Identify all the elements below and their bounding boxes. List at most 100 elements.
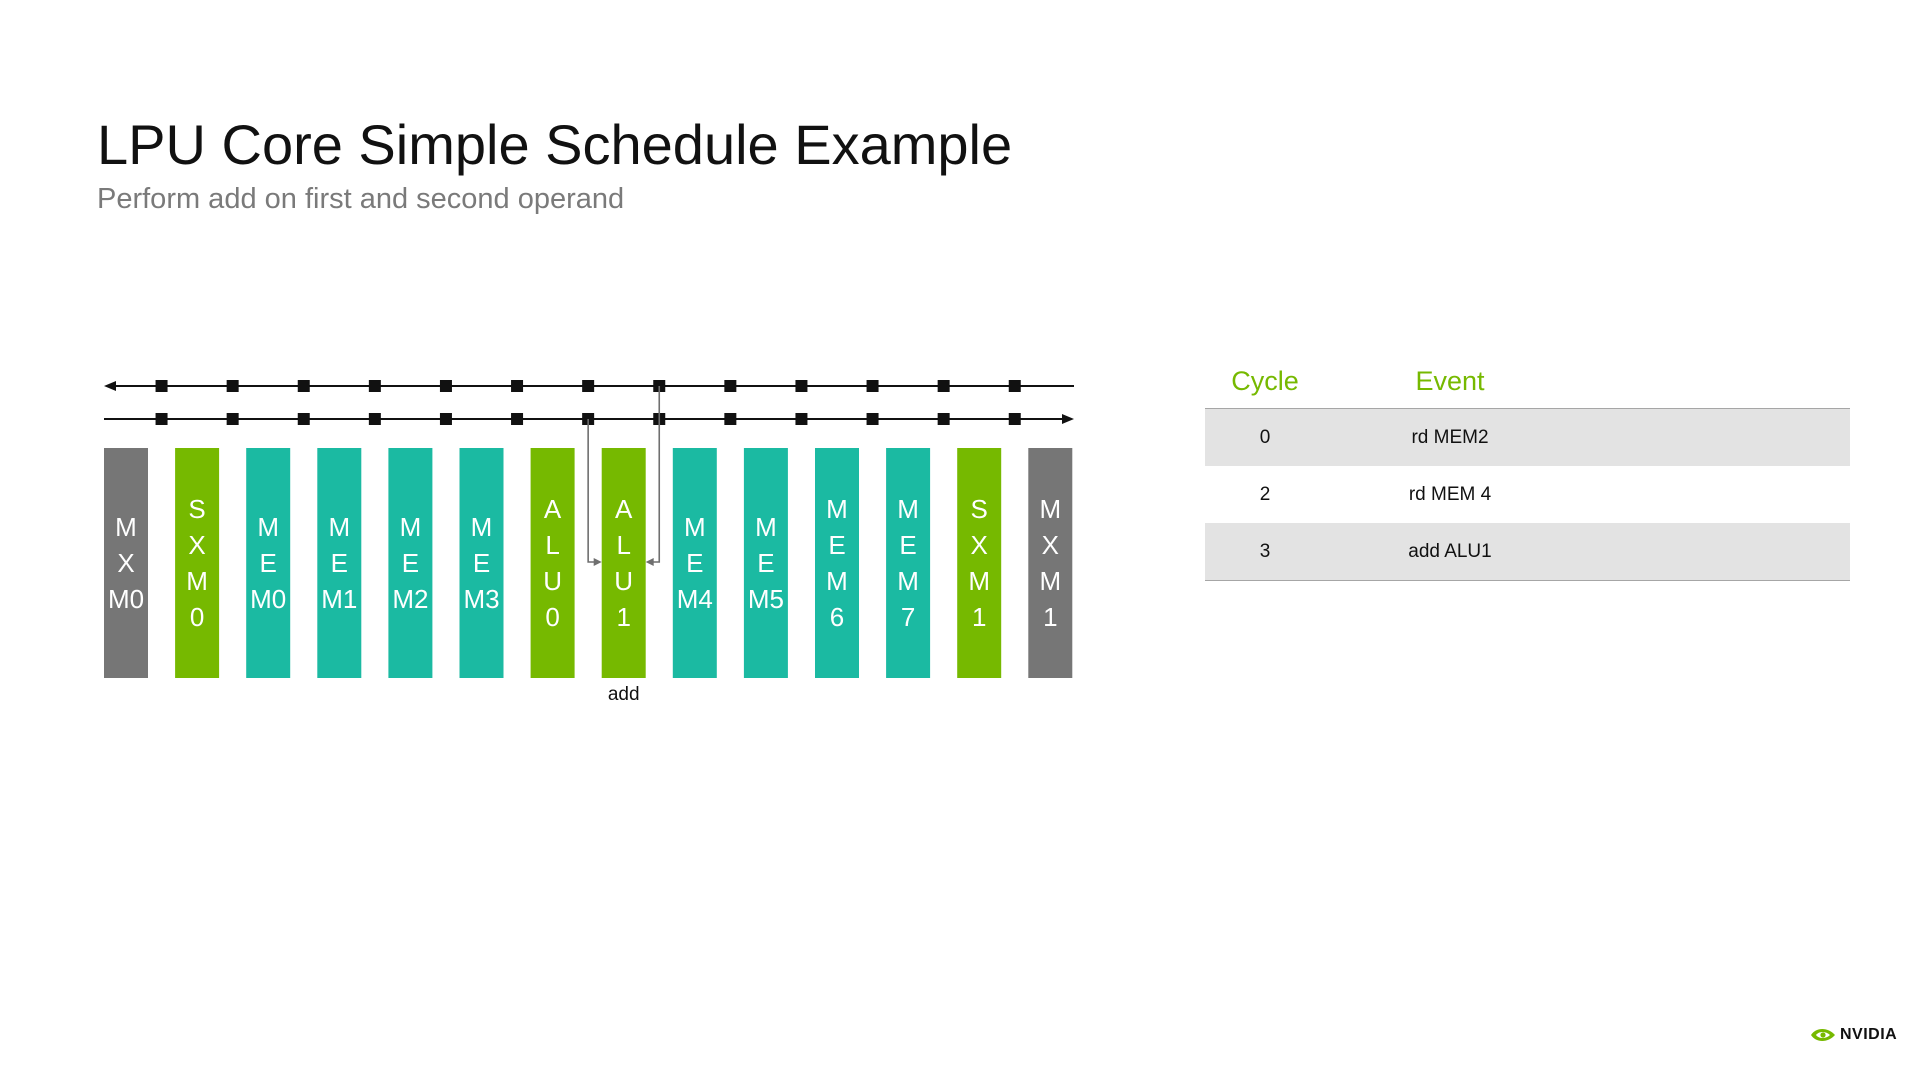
unit-alu1: ALU 1 <box>601 448 646 678</box>
unit-label-line: 7 <box>901 602 915 632</box>
unit-label-line: M <box>328 512 350 542</box>
bus-node <box>866 413 879 425</box>
bus-node <box>368 380 381 392</box>
table-row: 0 rd MEM2 <box>1205 409 1850 466</box>
unit-label-line: E <box>331 548 348 578</box>
slide-title: LPU Core Simple Schedule Example <box>97 113 1013 176</box>
unit-label-line: A <box>544 494 562 524</box>
unit-label-line: M4 <box>677 584 713 614</box>
unit-label-line: 0 <box>545 602 559 632</box>
operand-tap-right <box>649 386 661 563</box>
bus-node <box>155 380 168 392</box>
unit-block <box>104 448 148 678</box>
unit-label-line: L <box>545 530 559 560</box>
cell-event: rd MEM2 <box>1411 426 1489 448</box>
unit-label-line: E <box>899 530 916 560</box>
bus-node <box>297 413 310 425</box>
unit-block <box>672 448 717 678</box>
bus-node <box>439 380 452 392</box>
cell-event: rd MEM 4 <box>1408 483 1492 505</box>
functional-units: MXM0SXM0MEM0MEM1MEM2MEM3ALU0ALU1MEM4MEM5… <box>104 448 1073 678</box>
unit-label-line: E <box>686 548 703 578</box>
table-body: 0 rd MEM2 2 rd MEM 4 3 add ALU1 <box>1205 409 1850 581</box>
add-label: add <box>608 684 640 705</box>
unit-label-line: X <box>188 530 205 560</box>
bus-node <box>297 380 310 392</box>
bus-node <box>795 413 808 425</box>
arrow-right-icon <box>593 558 602 566</box>
unit-block <box>1028 448 1073 678</box>
bus-node <box>724 380 737 392</box>
cell-cycle: 0 <box>1259 426 1271 448</box>
nvidia-logo: NVIDIA <box>1810 1026 1897 1044</box>
unit-label-line: X <box>1042 530 1059 560</box>
operand-tap-left <box>587 419 598 563</box>
unit-block <box>246 448 291 678</box>
nvidia-eye-icon <box>1811 1029 1835 1041</box>
bus-node <box>511 380 524 392</box>
arrow-left-icon <box>645 558 654 566</box>
bus-node <box>937 380 950 392</box>
unit-label-line: M1 <box>321 584 357 614</box>
slide-subtitle: Perform add on first and second operand <box>97 183 625 215</box>
unit-label-line: M <box>115 512 137 542</box>
unit-label-line: M <box>897 566 919 596</box>
unit-block <box>601 448 646 678</box>
unit-label-line: E <box>473 548 490 578</box>
unit-label-line: M <box>186 566 208 596</box>
cell-event: add ALU1 <box>1408 540 1492 562</box>
unit-label-line: 0 <box>190 602 204 632</box>
unit-label-line: E <box>402 548 419 578</box>
unit-block <box>530 448 575 678</box>
unit-label-line: U <box>614 566 633 596</box>
bus-node <box>226 380 239 392</box>
unit-label-line: 1 <box>616 602 630 632</box>
bus-node <box>511 413 524 425</box>
unit-block <box>317 448 362 678</box>
unit-label-line: M <box>684 512 706 542</box>
unit-label-line: M3 <box>463 584 499 614</box>
operand-taps <box>587 386 661 566</box>
bus-node <box>439 413 452 425</box>
unit-label-line: 6 <box>830 602 844 632</box>
unit-mem2: MEM2 <box>388 448 433 678</box>
bus-node <box>582 380 595 392</box>
nvidia-logo-text: NVIDIA <box>1840 1026 1898 1043</box>
unit-label-line: E <box>260 548 277 578</box>
unit-label-line: X <box>117 548 134 578</box>
cell-cycle: 3 <box>1259 540 1271 562</box>
unit-block <box>459 448 504 678</box>
bus-node <box>866 380 879 392</box>
table-header: Cycle Event <box>1205 355 1850 409</box>
unit-label-line: M <box>826 566 848 596</box>
unit-label-line: A <box>615 494 633 524</box>
arrow-left-icon <box>104 381 116 391</box>
header-cycle: Cycle <box>1231 366 1299 396</box>
bus-node <box>1008 413 1021 425</box>
bus-node <box>937 413 950 425</box>
unit-block <box>388 448 433 678</box>
unit-mem1: ME M1 <box>317 448 362 678</box>
unit-label-line: M0 <box>250 584 286 614</box>
unit-label-line: U <box>543 566 562 596</box>
unit-label-line: M <box>968 566 990 596</box>
bus-node <box>368 413 381 425</box>
arrow-right-icon <box>1062 414 1074 424</box>
unit-label-line: M <box>400 512 422 542</box>
unit-label-line: M <box>826 494 848 524</box>
unit-label-line: S <box>971 494 988 524</box>
unit-label-line: M <box>1039 566 1061 596</box>
schedule-table: Cycle Event 0 rd MEM2 2 rd MEM 4 3 add A… <box>1205 355 1850 581</box>
unit-label-line: X <box>971 530 988 560</box>
unit-label-line: L <box>616 530 630 560</box>
bus-node <box>724 413 737 425</box>
unit-label-line: 1 <box>972 602 986 632</box>
